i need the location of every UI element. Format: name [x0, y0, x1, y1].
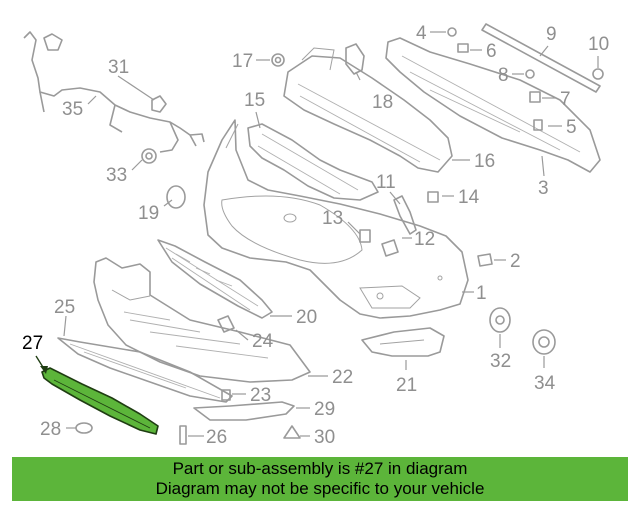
callout-21: 21 — [396, 375, 417, 396]
callout-2: 2 — [510, 251, 521, 272]
banner-line-1: Part or sub-assembly is #27 in diagram — [172, 459, 468, 478]
energy-absorber — [247, 123, 379, 201]
lower-grille — [57, 337, 233, 403]
bracket-18 — [345, 43, 365, 75]
callout-17: 17 — [232, 51, 253, 72]
fasteners — [75, 27, 604, 445]
fog-lamp-trim — [361, 327, 445, 357]
callout-12: 12 — [414, 229, 435, 250]
callout-4: 4 — [416, 23, 427, 44]
callout-25: 25 — [54, 297, 75, 318]
callout-6: 6 — [486, 41, 497, 62]
callout-14: 14 — [458, 187, 480, 208]
callout-32: 32 — [490, 351, 511, 372]
trim-strip-29 — [193, 401, 295, 421]
parts-diagram: 1 2 3 4 5 6 7 8 9 10 11 12 13 14 15 16 1… — [22, 23, 609, 448]
callout-5: 5 — [566, 117, 577, 138]
callout-28: 28 — [40, 419, 61, 440]
callout-19: 19 — [138, 203, 159, 224]
callout-31: 31 — [108, 57, 129, 78]
callout-3: 3 — [538, 178, 549, 199]
callout-30: 30 — [314, 427, 335, 448]
air-deflector — [385, 37, 601, 173]
callout-7: 7 — [560, 89, 571, 110]
callout-22: 22 — [332, 367, 353, 388]
bumper-cover — [203, 119, 469, 319]
callout-labels: 1 2 3 4 5 6 7 8 9 10 11 12 13 14 15 16 1… — [22, 23, 609, 448]
fitment-banner: Part or sub-assembly is #27 in diagram D… — [12, 457, 628, 501]
highlighted-part-27 — [41, 367, 159, 435]
wiring-harness — [23, 31, 205, 153]
leader-lines — [35, 31, 599, 437]
callout-33: 33 — [106, 165, 127, 186]
banner-line-2: Diagram may not be specific to your vehi… — [155, 479, 485, 498]
callout-13: 13 — [322, 208, 343, 229]
callout-20: 20 — [296, 307, 317, 328]
callout-16: 16 — [474, 151, 495, 172]
callout-1: 1 — [476, 283, 487, 304]
callout-34: 34 — [534, 373, 556, 394]
seal-strip — [481, 23, 601, 93]
callout-9: 9 — [546, 24, 557, 45]
reinforcement-beam — [283, 47, 453, 173]
callout-35: 35 — [62, 99, 83, 120]
upper-grille — [157, 239, 273, 319]
callout-27: 27 — [22, 333, 43, 354]
callout-29: 29 — [314, 399, 335, 420]
callout-24: 24 — [252, 331, 274, 352]
callout-10: 10 — [588, 34, 609, 55]
callout-23: 23 — [250, 385, 271, 406]
callout-8: 8 — [498, 65, 509, 86]
callout-26: 26 — [206, 427, 227, 448]
callout-18: 18 — [372, 92, 393, 113]
callout-15: 15 — [244, 90, 265, 111]
callout-11: 11 — [376, 172, 396, 193]
sensor-parts — [141, 148, 186, 209]
lower-deflector — [93, 257, 311, 383]
